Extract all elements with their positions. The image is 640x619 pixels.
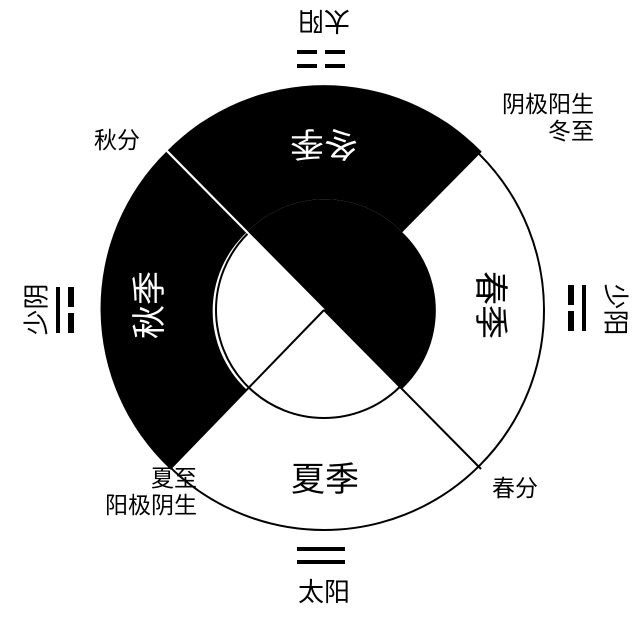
inner-yin-quadrant — [247, 199, 402, 310]
trigram-bottom — [297, 547, 345, 564]
winter-sector-fill — [167, 85, 481, 233]
outer-ring — [103, 89, 545, 531]
autumn-equinox: 秋分 — [94, 128, 140, 154]
direction-right: 少阳 — [599, 283, 630, 336]
inner-ring — [215, 201, 433, 419]
corner-label-top-right: 阴极阳生 冬至 — [444, 92, 594, 146]
trigram-top — [297, 50, 345, 68]
direction-left: 少阴 — [22, 283, 53, 336]
direction-bottom: 太阳 — [297, 578, 350, 608]
winter-label: 冬季 — [290, 123, 358, 163]
inner-yin-quadrant-right — [324, 232, 436, 389]
summer-label: 夏季 — [291, 460, 359, 500]
winter-solstice: 冬至 — [548, 119, 594, 145]
corner-label-bottom-left: 夏至 阳极阴生 — [42, 466, 197, 520]
summer-solstice: 夏至 — [151, 466, 197, 492]
divider-top-left-outer — [166, 150, 248, 233]
divider-bottom-left — [169, 309, 325, 470]
spring-equinox: 春分 — [492, 476, 538, 502]
autumn-label: 秋季 — [130, 271, 170, 339]
winter-solstice-note: 阴极阳生 — [502, 92, 594, 118]
spring-label: 春季 — [470, 271, 510, 339]
autumn-sector-fill — [100, 151, 247, 469]
divider-top-right — [323, 150, 482, 311]
trigram-right — [568, 285, 586, 331]
divider-bottom-right — [323, 309, 482, 470]
summer-solstice-note: 阳极阴生 — [105, 493, 197, 519]
direction-top: 太阳 — [298, 5, 351, 35]
trigram-left — [56, 287, 74, 333]
